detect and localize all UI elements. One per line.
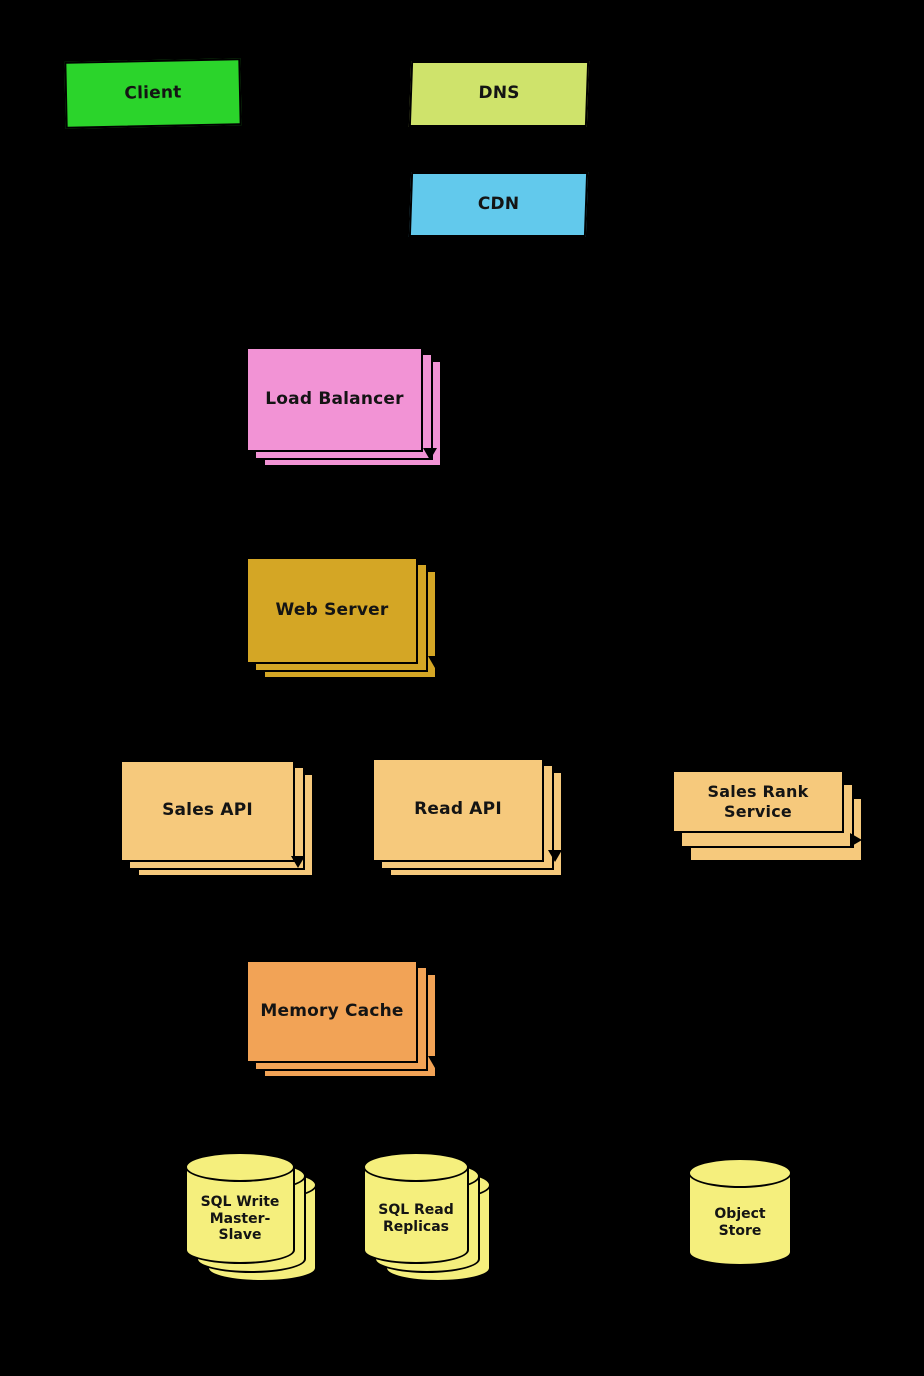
database-cylinder (185, 1152, 295, 1264)
sql-read-replicas-node: SQL Read Replicas (363, 1152, 491, 1282)
dns-node: DNS (408, 61, 590, 127)
sales-rank-service-label: Sales Rank Service (707, 781, 809, 821)
arrowhead-icon (423, 448, 437, 460)
web-server-label: Web Server (275, 599, 389, 620)
arrowhead-icon (428, 656, 442, 668)
client-label: Client (124, 82, 182, 104)
arrowhead-icon (850, 833, 862, 847)
load-balancer-node: Load Balancer (246, 347, 423, 452)
object-store-label: Object Store (714, 1206, 766, 1239)
load-balancer-label: Load Balancer (265, 388, 404, 409)
arrowhead-icon (548, 850, 562, 862)
arrowhead-icon (291, 856, 305, 868)
memory-cache-node: Memory Cache (246, 960, 418, 1063)
cdn-node: CDN (408, 172, 589, 237)
sales-api-label: Sales API (162, 800, 253, 821)
database-cylinder (688, 1158, 792, 1266)
dns-label: DNS (478, 83, 520, 104)
object-store-node: Object Store (688, 1158, 792, 1266)
sales-rank-service-node: Sales Rank Service (672, 770, 844, 833)
arrowhead-icon (428, 1056, 442, 1068)
client-node: Client (64, 58, 242, 129)
sql-write-master-slave-label: SQL Write Master-Slave (200, 1193, 280, 1244)
sql-read-replicas-label: SQL Read Replicas (378, 1202, 454, 1235)
sales-api-node: Sales API (120, 760, 295, 862)
read-api-node: Read API (372, 758, 544, 862)
memory-cache-label: Memory Cache (260, 1000, 404, 1021)
database-cylinder (363, 1152, 469, 1264)
read-api-label: Read API (414, 799, 502, 820)
sql-write-master-slave-node: SQL Write Master-Slave (185, 1152, 317, 1282)
cdn-label: CDN (477, 193, 520, 214)
web-server-node: Web Server (246, 557, 418, 664)
